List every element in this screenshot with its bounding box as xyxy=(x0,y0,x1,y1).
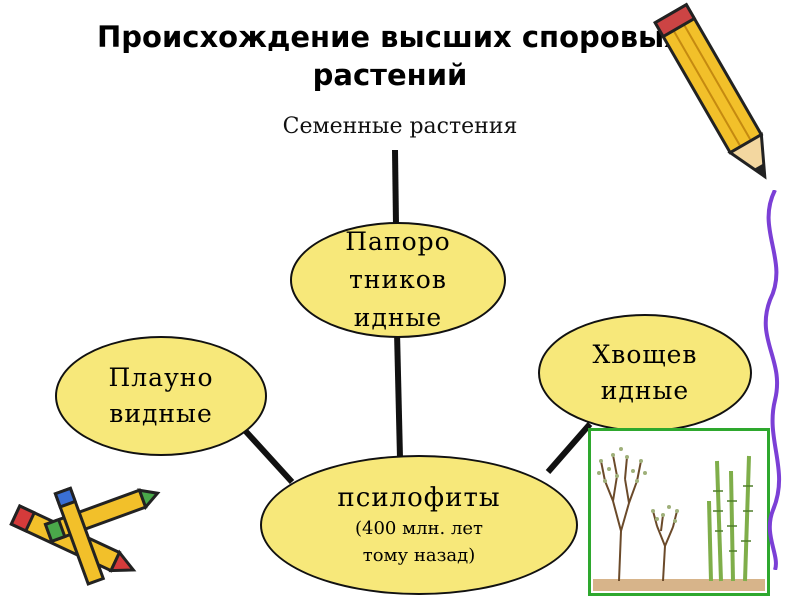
node-lycopodiophyta: Плауно видные xyxy=(55,336,267,456)
node-psilophyta: псилофиты (400 млн. лет тому назад) xyxy=(260,455,578,595)
connector-psilo-to-horse xyxy=(545,422,593,474)
node-horsetails: Хвощев идные xyxy=(538,314,752,432)
node-lyco-line-2: видные xyxy=(109,399,213,428)
node-psilo-name: псилофиты xyxy=(337,483,501,513)
plant-illustration-icon xyxy=(593,447,765,591)
node-ferns-line-3: идные xyxy=(353,303,443,332)
connector-fern-to-seed xyxy=(392,149,399,226)
connector-psilo-to-lyco xyxy=(237,422,295,485)
node-ferns: Папоро тников идные xyxy=(290,222,506,338)
node-lyco-line-1: Плауно xyxy=(108,363,214,392)
node-horse-line-2: идные xyxy=(600,376,690,405)
seed-plants-label: Семенные растения xyxy=(282,114,518,139)
node-psilo-age-1: (400 млн. лет xyxy=(354,518,484,539)
crayons-icon xyxy=(9,486,161,586)
squiggle-decoration-icon xyxy=(763,190,782,570)
title-line-2: растений xyxy=(312,58,468,92)
node-ferns-line-2: тников xyxy=(349,265,447,294)
page-title: Происхождение высших споровых растений xyxy=(60,18,720,94)
node-psilo-age-2: тому назад) xyxy=(362,545,476,566)
connector-psilo-to-fern xyxy=(394,331,403,459)
node-horse-line-1: Хвощев xyxy=(592,340,698,369)
title-line-1: Происхождение высших споровых xyxy=(97,20,683,54)
pencil-icon xyxy=(653,2,767,180)
plant-illustration xyxy=(588,428,770,596)
node-ferns-line-1: Папоро xyxy=(345,227,451,256)
